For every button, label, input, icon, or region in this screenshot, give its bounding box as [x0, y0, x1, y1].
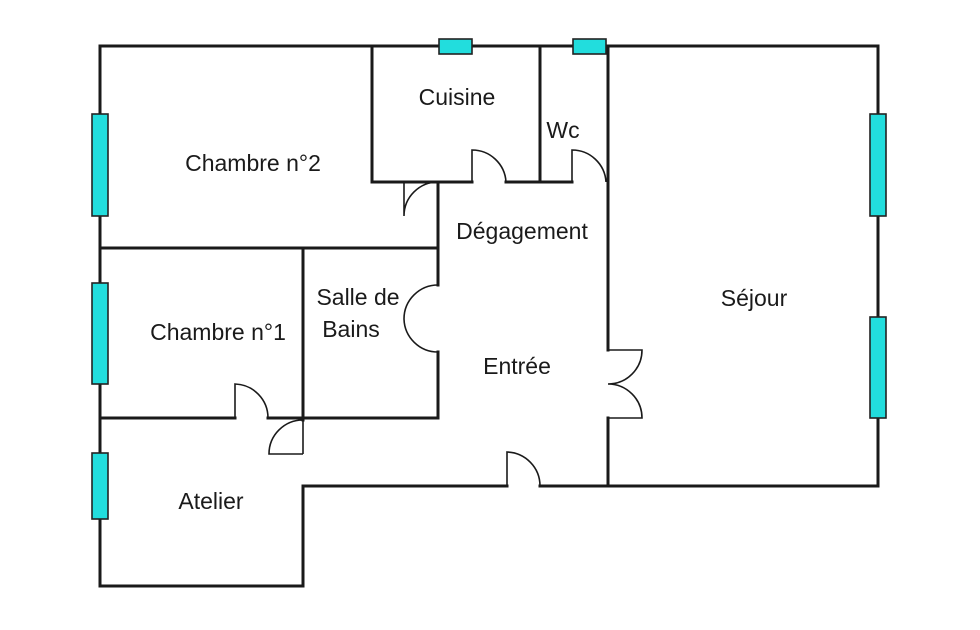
label-salle-de-bains-line2: Bains [322, 316, 380, 342]
door-chambre-1 [234, 383, 269, 419]
door-sejour [607, 349, 643, 419]
window-right-sejour-top [869, 113, 887, 217]
label-entree: Entrée [483, 353, 551, 379]
window-left-chambre-1 [91, 282, 109, 385]
label-degagement: Dégagement [456, 218, 588, 244]
window-top-cuisine [438, 38, 473, 55]
door-wc [571, 149, 607, 183]
label-salle-de-bains-line1: Salle de [316, 284, 399, 310]
window-top-wc [572, 38, 607, 55]
door-atelier [268, 419, 304, 455]
label-chambre-1: Chambre n°1 [150, 319, 286, 345]
label-sejour: Séjour [721, 285, 788, 311]
window-left-atelier [91, 452, 109, 520]
doors [234, 149, 643, 487]
label-cuisine: Cuisine [419, 84, 496, 110]
door-entrance [506, 451, 541, 487]
windows [91, 38, 887, 520]
label-wc: Wc [546, 117, 579, 143]
window-left-chambre-2 [91, 113, 109, 217]
label-atelier: Atelier [178, 488, 244, 514]
door-cuisine [471, 149, 507, 183]
door-salle-de-bains [403, 284, 439, 353]
window-right-sejour-bottom [869, 316, 887, 419]
room-labels: Chambre n°2 Cuisine Wc Dégagement Salle … [150, 84, 787, 514]
door-degagement-left [403, 181, 439, 217]
label-chambre-2: Chambre n°2 [185, 150, 321, 176]
